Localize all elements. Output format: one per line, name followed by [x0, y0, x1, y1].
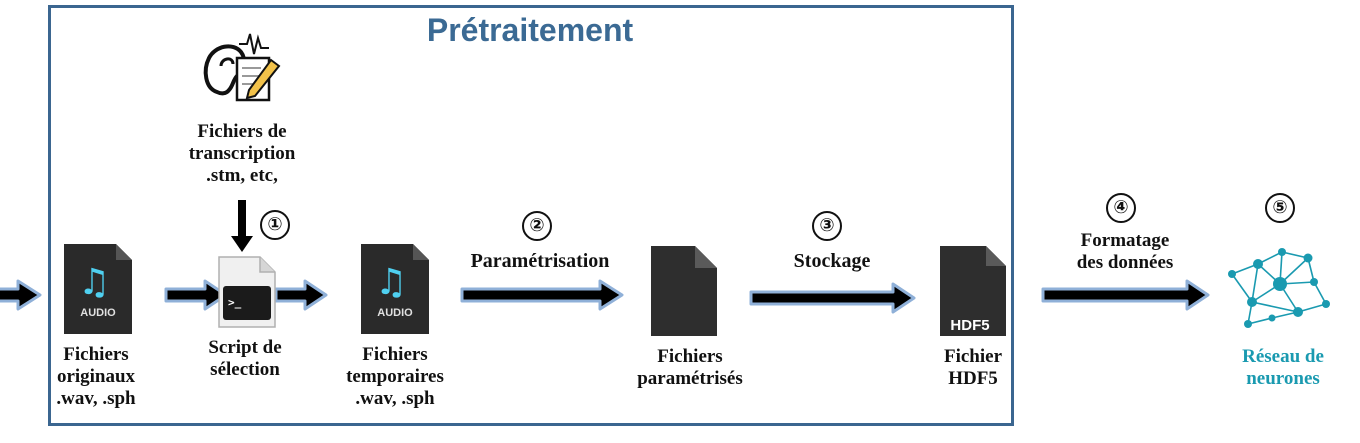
preprocessing-title: Prétraitement — [426, 12, 634, 48]
arrow-formatage — [1041, 279, 1210, 311]
transcription-files-label: Fichiers de transcription .stm, etc, — [188, 121, 296, 186]
ear-transcription-icon — [199, 30, 285, 106]
step-3-label: Stockage — [793, 250, 871, 272]
neural-network-icon — [1222, 244, 1334, 330]
hdf5-file-icon: HDF5 — [940, 246, 1006, 336]
temporary-files-label: Fichiers temporaires .wav, .sph — [346, 344, 444, 409]
original-audio-file-icon: ♫ AUDIO — [64, 244, 132, 334]
hdf5-text: HDF5 — [950, 317, 989, 334]
neural-network-label: Réseau de neurones — [1242, 346, 1324, 389]
audio-text: AUDIO — [80, 307, 116, 319]
step-3-marker: ③ — [812, 211, 842, 241]
preprocessing-frame — [48, 5, 1014, 426]
parametrized-files-label: Fichiers paramétrisés — [637, 346, 743, 389]
svg-text:♫: ♫ — [78, 262, 110, 303]
arrow-script-to-temporary — [274, 279, 328, 311]
original-files-label: Fichiers originaux .wav, .sph — [56, 344, 136, 409]
step-4-marker: ④ — [1106, 193, 1136, 223]
arrow-stockage — [749, 282, 916, 314]
step-2-marker: ② — [522, 211, 552, 241]
step-4-label: Formatage des données — [1076, 230, 1174, 273]
arrow-parametrisation — [460, 279, 624, 311]
arrow-input — [0, 279, 42, 311]
temporary-audio-file-icon: ♫ AUDIO — [361, 244, 429, 334]
svg-text:♫: ♫ — [375, 262, 407, 303]
step-1-marker: ① — [260, 210, 290, 240]
step-5-marker: ⑤ — [1265, 193, 1295, 223]
selection-script-label: Script de sélection — [208, 337, 282, 380]
arrow-original-to-script — [164, 279, 228, 311]
step-2-label: Paramétrisation — [470, 250, 610, 272]
audio-text: AUDIO — [377, 307, 413, 319]
terminal-script-icon: >_ — [218, 256, 276, 328]
hdf5-file-label: Fichier HDF5 — [943, 346, 1003, 389]
arrow-transcription-down — [231, 200, 253, 252]
parametrized-document-icon — [651, 246, 717, 336]
svg-text:>_: >_ — [228, 296, 242, 309]
